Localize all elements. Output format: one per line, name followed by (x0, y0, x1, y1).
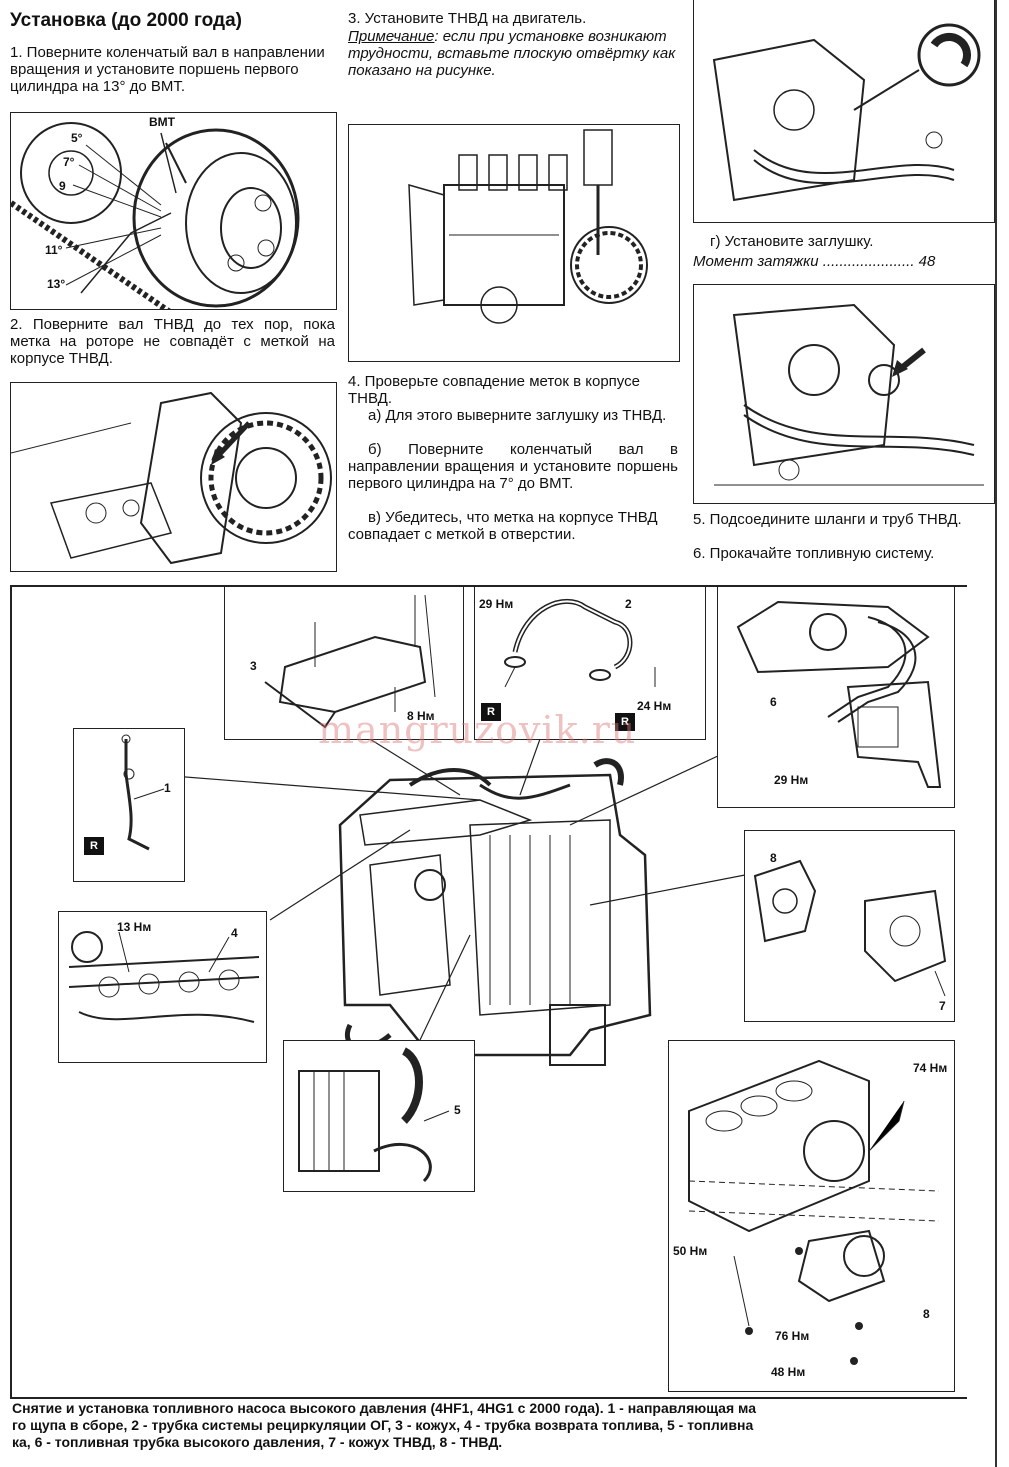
inset-hp-pipe-6: 6 29 Нм (717, 586, 955, 808)
fig1-label-7: 7° (63, 155, 75, 169)
step-4-text: 4. Проверьте совпадение меток в корпусе … (348, 373, 640, 407)
inset-return-tube-4: 13 Нм 4 (58, 911, 267, 1063)
fig1-label-11: 11° (45, 243, 63, 257)
figure-caption: Снятие и установка топливного насоса выс… (12, 1400, 957, 1451)
callout-4: 4 (231, 926, 238, 940)
torque-label: Момент затяжки (693, 253, 819, 270)
section-heading: Установка (до 2000 года) (10, 10, 242, 31)
hp-pipe-drawing (736, 600, 942, 788)
torque-value: 48 (918, 253, 936, 270)
step-4a-text: а) Для этого выверните заглушку из ТНВД. (368, 407, 667, 424)
return-tube-drawing (68, 931, 260, 1023)
fuel-hose-drawing (298, 1047, 450, 1183)
inset-dipstick-guide-1: 1 R (73, 728, 185, 882)
crankshaft-pulley-drawing (11, 122, 300, 309)
plug-removal-drawing (712, 23, 981, 202)
watermark: mangruzovik.ru (318, 708, 637, 752)
plug-installed-drawing (714, 303, 984, 486)
inset-pump-mounting: 74 Нм 50 Нм 8 76 Нм 48 Нм (668, 1040, 955, 1392)
torque-row: Момент затяжки ...................... 48 (693, 253, 993, 270)
dipstick-guide-drawing (121, 734, 165, 851)
figure-pump-rotor-mark (10, 382, 337, 572)
callout-1: 1 (164, 781, 171, 795)
note-text: : если при установке возникают трудности… (348, 28, 676, 79)
callout-7: 7 (939, 999, 946, 1013)
fig1-label-bmt: ВМТ (149, 115, 175, 129)
torque-29nm-a: 29 Нм (479, 597, 514, 611)
reuse-mark-r: R (84, 837, 104, 855)
pump-mounting-drawing (688, 1059, 940, 1365)
step-4c-text: в) Убедитесь, что метка на корпусе ТНВД … (348, 509, 658, 543)
callout-5: 5 (454, 1103, 461, 1117)
step-1-text: 1. Поверните коленчатый вал в направлени… (10, 44, 325, 95)
note-label: Примечание (348, 28, 435, 45)
torque-74nm: 74 Нм (913, 1061, 948, 1075)
figure-plug-installed (693, 284, 995, 504)
callout-8-lower: 8 (923, 1307, 930, 1321)
pump-rotor-drawing (11, 391, 332, 565)
callout-2: 2 (625, 597, 632, 611)
egr-tube-drawing (504, 598, 656, 688)
torque-24nm: 24 Нм (637, 699, 672, 713)
pump-with-screwdriver-drawing (408, 129, 648, 324)
inset-egr-tube-2: 29 Нм 2 R R 24 Нм (474, 586, 706, 740)
torque-48nm: 48 Нм (771, 1365, 806, 1379)
callout-6: 6 (770, 695, 777, 709)
step-5-text: 5. Подсоедините шланги и труб ТНВД. (693, 511, 962, 528)
step-g-text: г) Установите заглушку. (710, 233, 874, 250)
reuse-mark-r: R (481, 703, 501, 721)
step-2-text: 2. Поверните вал ТНВД до тех пор, пока м… (10, 316, 335, 367)
callout-3: 3 (250, 659, 257, 673)
cover-drawing (264, 594, 436, 729)
caption-line-2: го щупа в сборе, 2 - трубка системы реци… (12, 1417, 754, 1433)
note-paragraph: Примечание: если при установке возникают… (348, 28, 678, 79)
callout-8-upper: 8 (770, 851, 777, 865)
caption-line-1: Снятие и установка топливного насоса выс… (12, 1400, 756, 1416)
pump-cover-drawing (753, 859, 947, 997)
fig1-label-5: 5° (71, 131, 83, 145)
inset-cover-3: 3 8 Нм (224, 586, 464, 740)
torque-dots: ...................... (822, 253, 915, 270)
torque-8nm: 8 Нм (407, 709, 435, 723)
caption-line-3: ка, 6 - топливная трубка высокого давлен… (12, 1434, 503, 1450)
page-edge-line (995, 0, 997, 1467)
step-4b-text: б) Поверните коленчатый вал в направлени… (348, 441, 678, 492)
fig1-label-13: 13° (47, 277, 66, 291)
step-6-text: 6. Прокачайте топливную систему. (693, 545, 935, 562)
torque-50nm: 50 Нм (673, 1244, 708, 1258)
inset-pump-8-cover-7: 8 7 (744, 830, 955, 1022)
figure-crankshaft-timing: ВМТ 5° 7° 9 11° 13° (10, 112, 337, 310)
step-3-text: 3. Установите ТНВД на двигатель. (348, 10, 587, 27)
inset-fuel-hose-5: 5 (283, 1040, 475, 1192)
torque-13nm: 13 Нм (117, 920, 152, 934)
torque-29nm-b: 29 Нм (774, 773, 809, 787)
fig1-label-9: 9 (59, 179, 66, 193)
torque-76nm: 76 Нм (775, 1329, 810, 1343)
reuse-mark-r: R (615, 713, 635, 731)
figure-plug-removal (693, 0, 995, 223)
figure-screwdriver-install (348, 124, 680, 362)
